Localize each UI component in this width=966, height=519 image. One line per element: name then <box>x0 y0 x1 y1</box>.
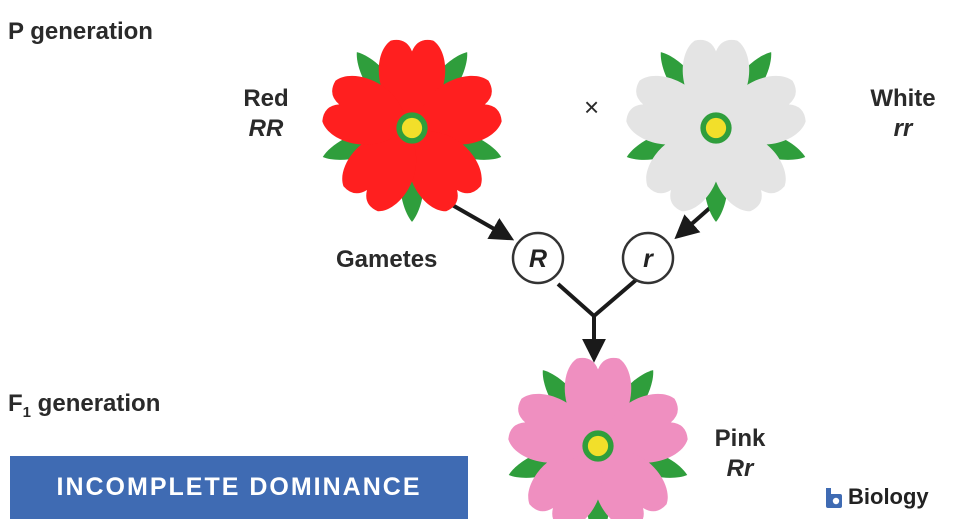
incomplete-dominance-banner: INCOMPLETE DOMINANCE <box>10 456 468 519</box>
flower-center <box>705 117 727 139</box>
pink-offspring-label: Pink Rr <box>700 424 780 484</box>
white-parent-label: White rr <box>858 84 948 144</box>
red-parent-name: Red <box>243 85 289 112</box>
gamete-allele-R: R <box>529 245 547 273</box>
flower-center <box>587 435 609 457</box>
flower-petal <box>322 76 407 145</box>
flower-petal <box>407 131 482 212</box>
arrow-white-to-gamete <box>674 204 714 240</box>
red-flower <box>322 39 502 222</box>
flower-petal <box>646 131 721 212</box>
f1-generation-suffix: generation <box>31 390 161 417</box>
flower-center <box>401 117 423 139</box>
pink-offspring-name: Pink <box>714 425 766 452</box>
flower-petal <box>342 131 417 212</box>
flower-petal <box>528 449 603 519</box>
flower-petal <box>417 76 502 145</box>
biology-logo: Biology <box>822 484 929 510</box>
gametes-label: Gametes <box>336 246 438 273</box>
pink-offspring-genotype: Rr <box>726 455 754 482</box>
flower-petal <box>721 76 806 145</box>
biology-logo-icon <box>826 488 842 508</box>
pink-flower <box>508 357 688 519</box>
f1-generation-label: F1 generation <box>8 390 160 421</box>
white-parent-genotype: rr <box>893 115 913 142</box>
flower-petal <box>626 76 711 145</box>
flower-petal <box>593 449 668 519</box>
red-parent-label: Red RR <box>226 84 306 144</box>
gamete-allele-r: r <box>643 245 654 273</box>
logo-text: Biology <box>848 484 929 509</box>
flower-petal <box>711 131 786 212</box>
f1-generation-subscript: 1 <box>22 403 32 421</box>
red-parent-genotype: RR <box>248 115 284 142</box>
white-flower <box>626 39 806 222</box>
cross-symbol: × <box>584 92 600 122</box>
flower-petal <box>603 394 688 463</box>
p-generation-label: P generation <box>8 18 153 45</box>
gamete-circle-r <box>621 231 675 285</box>
gamete-circle-R <box>511 231 565 285</box>
gamete-join-lines <box>556 278 638 319</box>
white-parent-name: White <box>870 85 936 112</box>
banner-text: INCOMPLETE DOMINANCE <box>56 473 422 501</box>
f1-generation-prefix: F <box>8 390 23 417</box>
flower-petal <box>508 394 593 463</box>
